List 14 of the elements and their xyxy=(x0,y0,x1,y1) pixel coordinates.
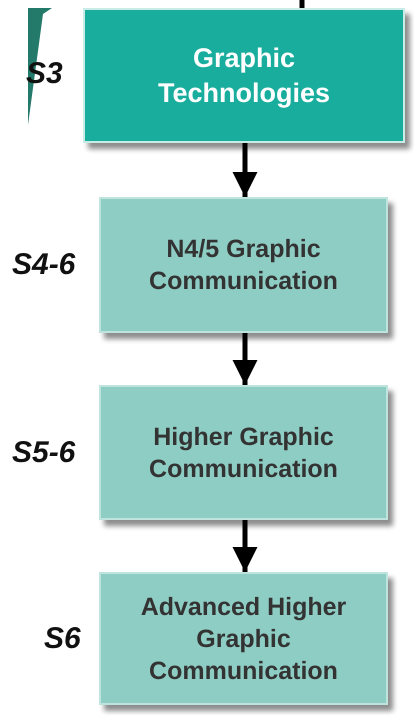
stage-label: S5-6 xyxy=(12,436,76,470)
arrow xyxy=(232,520,258,572)
process-box xyxy=(99,197,388,333)
process-box xyxy=(99,385,388,520)
process-box xyxy=(83,8,405,143)
process-box xyxy=(99,572,388,705)
box-text: Graphic Technologies xyxy=(156,42,332,110)
box-text: Advanced Higher Graphic Communication xyxy=(140,592,348,686)
box-text: N4/5 Graphic Communication xyxy=(148,234,339,297)
box-text: Higher Graphic Communication xyxy=(148,422,339,484)
stage-label: S4-6 xyxy=(12,248,76,282)
stage-label: S6 xyxy=(44,622,81,656)
arrow xyxy=(232,143,258,197)
arrow xyxy=(232,333,258,385)
